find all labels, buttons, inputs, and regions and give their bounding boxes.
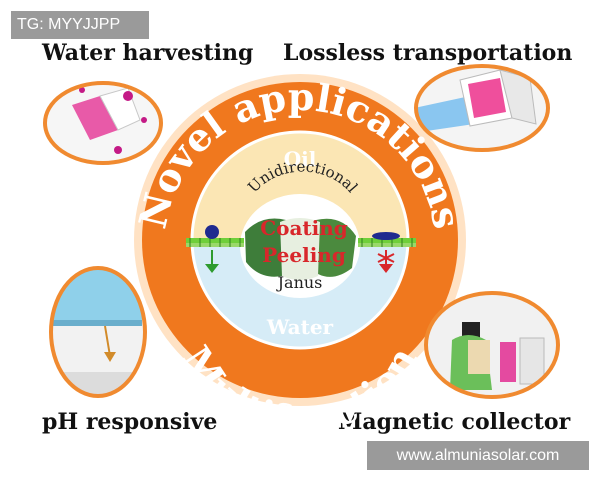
photo-water-harvesting (43, 81, 163, 165)
droplet-right (372, 232, 400, 240)
right-membrane (358, 232, 416, 273)
arrow-down-icon (205, 264, 219, 273)
leaf-center (280, 218, 320, 280)
photo-lossless-transportation (414, 64, 550, 152)
left-membrane (186, 225, 244, 273)
caption-water-harvesting: Water harvesting (42, 40, 254, 66)
oil-label: Oil (284, 147, 317, 171)
janus-label: Janus (276, 273, 323, 292)
arrow-blocked-icon (379, 264, 393, 273)
photo-ph-responsive (49, 266, 147, 398)
caption-magnetic-collector: Magnetic collector (338, 409, 571, 435)
leaf-right (316, 218, 356, 277)
photo-magnetic-collector (424, 291, 560, 399)
watermark: www.almuniasolar.com (367, 441, 589, 470)
leaf-left (245, 218, 286, 277)
water-label: Water (266, 315, 334, 339)
coating-label: Coating (260, 216, 348, 240)
droplet-left (205, 225, 219, 239)
caption-ph-responsive: pH responsive (42, 409, 218, 435)
tg-tag: TG: MYYJJPP (11, 11, 149, 39)
caption-lossless-transportation: Lossless transportation (283, 40, 573, 66)
peeling-label: Peeling (262, 243, 346, 267)
